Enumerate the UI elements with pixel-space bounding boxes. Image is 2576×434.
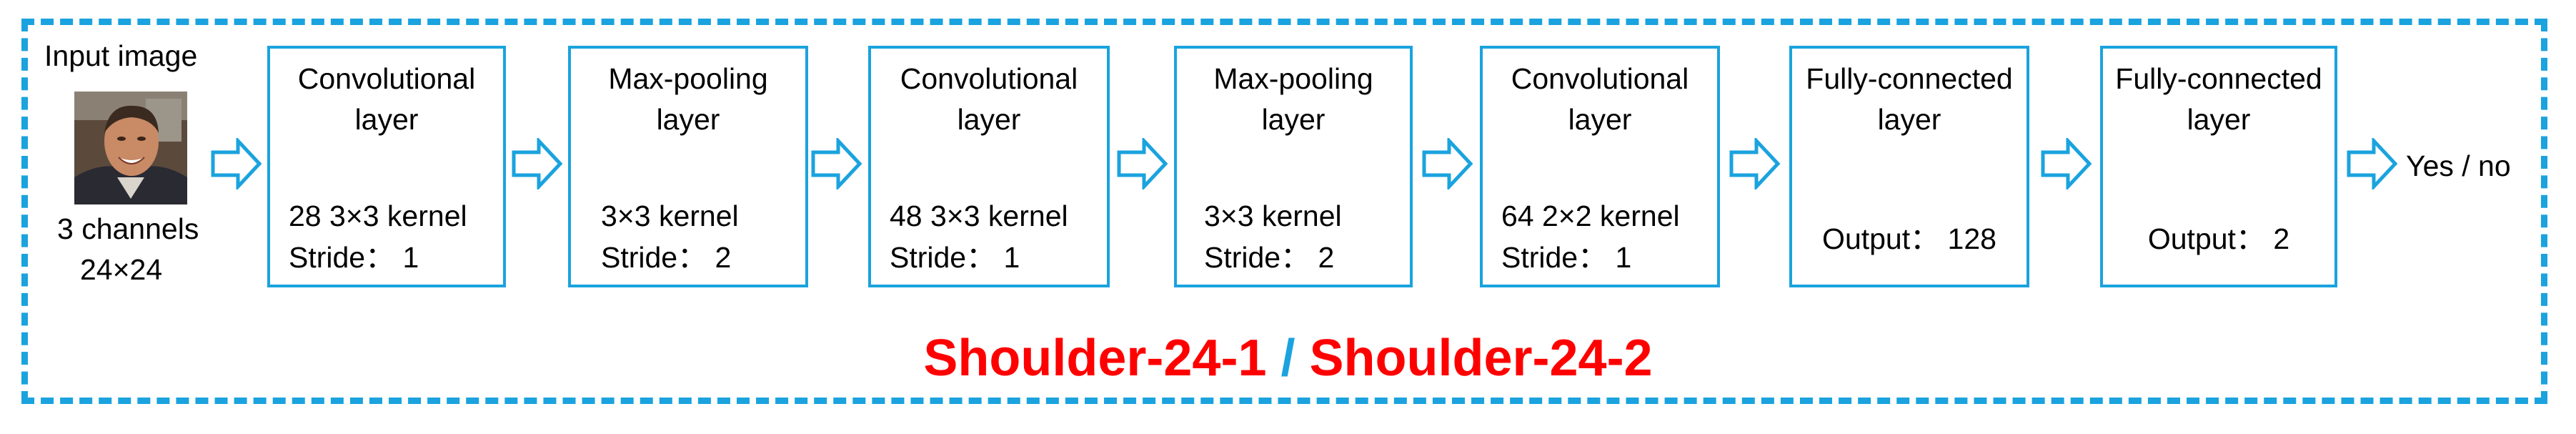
- fc-layer-1-output: Output： 128: [1822, 222, 1996, 255]
- arrow-icon: [2041, 138, 2092, 189]
- fc-layer-2-title: Fully-connected layer: [2115, 62, 2322, 136]
- maxpool-layer-2-kernel: 3×3 kernel: [1204, 199, 1342, 232]
- conv-layer-2-box: Convolutional layer 48 3×3 kernel Stride…: [868, 46, 1110, 287]
- fc-layer-2-output: Output： 2: [2147, 222, 2290, 255]
- conv-layer-3-kernel: 64 2×2 kernel: [1501, 199, 1680, 232]
- portrait-photo: [74, 92, 187, 204]
- maxpool-layer-2-title: Max-pooling layer: [1213, 62, 1373, 136]
- input-channels-label: 3 channels: [57, 212, 199, 245]
- conv-layer-1-title: Convolutional layer: [297, 62, 476, 136]
- input-image-label: Input image: [44, 39, 198, 72]
- model-caption: Shoulder-24-1 / Shoulder-24-2: [0, 332, 2576, 384]
- conv-layer-1-box: Convolutional layer 28 3×3 kernel Stride…: [267, 46, 506, 287]
- caption-separator: /: [1266, 330, 1310, 387]
- pipeline-frame: [21, 19, 2547, 404]
- maxpool-layer-2-stride: Stride： 2: [1204, 241, 1335, 274]
- arrow-icon: [1729, 138, 1781, 189]
- caption-model-2: Shoulder-24-2: [1309, 330, 1653, 387]
- maxpool-layer-1-title: Max-pooling layer: [608, 62, 768, 136]
- arrow-icon: [512, 138, 563, 189]
- conv-layer-3-stride: Stride： 1: [1501, 241, 1632, 274]
- conv-layer-2-kernel: 48 3×3 kernel: [890, 199, 1068, 232]
- conv-layer-2-title: Convolutional layer: [900, 62, 1078, 136]
- fc-layer-1-box: Fully-connected layer Output： 128: [1789, 46, 2029, 287]
- conv-layer-3-box: Convolutional layer 64 2×2 kernel Stride…: [1480, 46, 1720, 287]
- conv-layer-1-stride: Stride： 1: [289, 241, 419, 274]
- conv-layer-1-kernel: 28 3×3 kernel: [289, 199, 467, 232]
- arrow-icon: [2347, 138, 2398, 189]
- arrow-icon: [211, 138, 262, 189]
- caption-model-1: Shoulder-24-1: [923, 330, 1267, 387]
- input-size-label: 24×24: [80, 253, 163, 286]
- fc-layer-2-box: Fully-connected layer Output： 2: [2100, 46, 2337, 287]
- fc-layer-1-title: Fully-connected layer: [1806, 62, 2013, 136]
- arrow-icon: [1117, 138, 1168, 189]
- conv-layer-2-stride: Stride： 1: [890, 241, 1020, 274]
- maxpool-layer-1-kernel: 3×3 kernel: [601, 199, 739, 232]
- maxpool-layer-1-stride: Stride： 2: [601, 241, 732, 274]
- arrow-icon: [1422, 138, 1473, 189]
- arrow-icon: [811, 138, 862, 189]
- maxpool-layer-1-box: Max-pooling layer 3×3 kernel Stride： 2: [568, 46, 808, 287]
- maxpool-layer-2-box: Max-pooling layer 3×3 kernel Stride： 2: [1174, 46, 1413, 287]
- conv-layer-3-title: Convolutional layer: [1511, 62, 1689, 136]
- output-label: Yes / no: [2406, 149, 2511, 182]
